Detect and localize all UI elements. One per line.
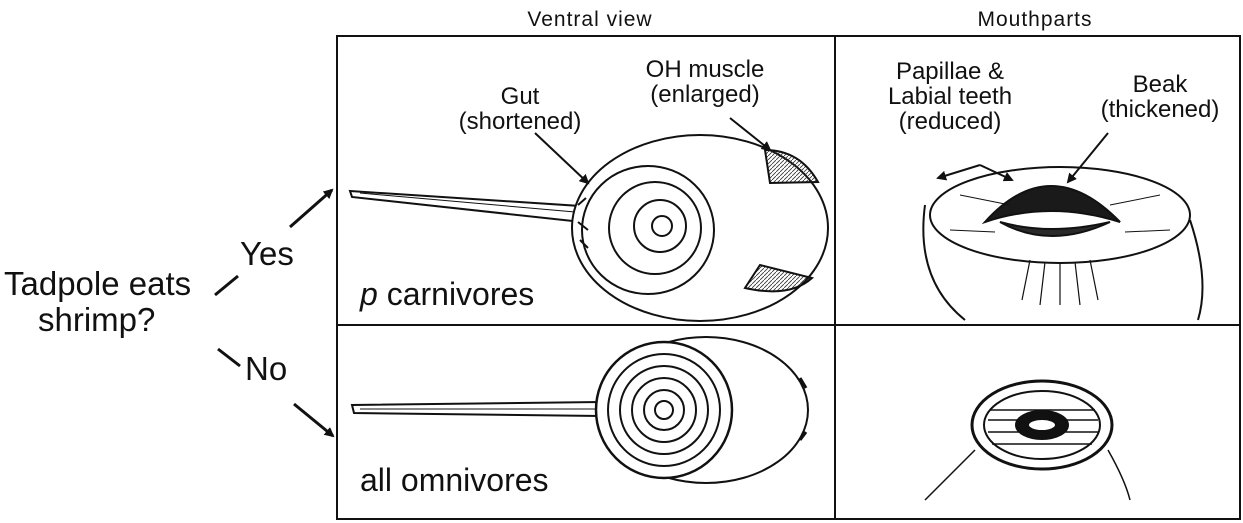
gut-spiral (596, 342, 732, 478)
gut-coil-outer (582, 166, 714, 294)
branch-no-label: No (245, 351, 287, 387)
oh-muscle-label-line-2: (enlarged) (625, 82, 785, 107)
slash-divider (215, 276, 238, 295)
column-header-ventral: Ventral view (450, 8, 730, 32)
carnivore-mouthparts-illustration (923, 167, 1202, 320)
row-label-carnivores-prefix: p (360, 276, 378, 312)
gut-label: Gut (shortened) (440, 84, 600, 134)
backslash-divider (218, 349, 240, 366)
papillae-label-line-1: Papillae & (875, 59, 1025, 84)
beak-label: Beak (thickened) (1085, 72, 1235, 122)
oh-muscle-label: OH muscle (enlarged) (625, 57, 785, 107)
gut-label-line-2: (shortened) (440, 109, 600, 134)
row-label-carnivores: p carnivores (360, 276, 534, 313)
beak-label-line-2: (thickened) (1085, 97, 1235, 122)
yes-arrow (290, 190, 332, 227)
papillae-label-line-3: (reduced) (875, 109, 1025, 134)
papillae-label-line-2: Labial teeth (875, 84, 1025, 109)
gut-label-line-1: Gut (440, 84, 600, 109)
question-text: Tadpole eats shrimp? (4, 266, 214, 338)
beak-label-line-1: Beak (1085, 72, 1235, 97)
question-line-2: shrimp? (4, 302, 214, 338)
papillae-label: Papillae & Labial teeth (reduced) (875, 59, 1025, 134)
column-header-mouthparts: Mouthparts (935, 8, 1135, 32)
row-label-omnivores: all omnivores (360, 462, 549, 499)
oral-disc (930, 167, 1190, 263)
papillae-leader-left (938, 165, 980, 178)
omnivore-mouthparts-illustration (925, 381, 1130, 500)
no-arrow (294, 404, 333, 436)
oh-muscle-upper (765, 150, 818, 183)
oh-muscle-label-line-1: OH muscle (625, 57, 785, 82)
question-line-1: Tadpole eats (4, 266, 214, 302)
branch-yes-label: Yes (240, 236, 294, 272)
decision-arrows (215, 190, 333, 436)
gut-leader (535, 133, 588, 183)
row-label-carnivores-text: carnivores (387, 276, 535, 312)
